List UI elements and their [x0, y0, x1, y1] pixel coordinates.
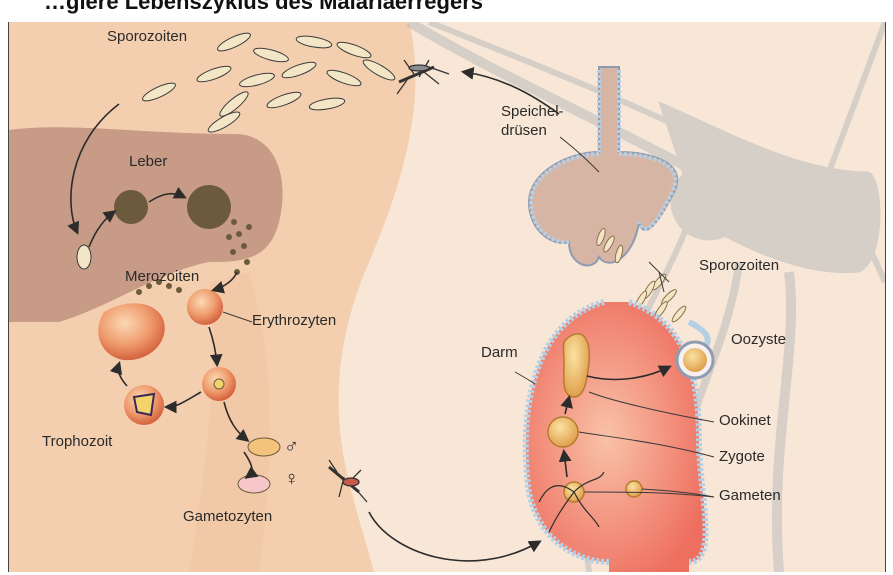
label-female-symbol: ♀: [284, 468, 299, 491]
gamete-male: [626, 481, 642, 497]
label-gameten: Gameten: [719, 487, 781, 504]
label-sporozoiten-top: Sporozoiten: [107, 28, 187, 45]
title-fragment: …giere Lebenszyklus des Malariaerregers: [0, 0, 893, 22]
erythrocyte: [187, 289, 223, 325]
label-speichel-line1: Speichel-: [501, 102, 564, 121]
label-gametozyten: Gametozyten: [183, 508, 272, 525]
label-erythrozyten: Erythrozyten: [252, 312, 336, 329]
label-speicheldruesen: Speichel- drüsen: [501, 102, 564, 140]
label-leber: Leber: [129, 153, 167, 170]
gametocyte-female: [238, 475, 270, 493]
label-oozyste: Oozyste: [731, 331, 786, 348]
label-sporozoiten-right: Sporozoiten: [699, 257, 779, 274]
arrow-to-gut: [369, 512, 539, 561]
label-speichel-line2: drüsen: [501, 121, 564, 140]
label-merozoiten: Merozoiten: [125, 268, 199, 285]
liver-schizont-large: [187, 185, 231, 229]
figure-title: …giere Lebenszyklus des Malariaerregers: [44, 0, 483, 15]
label-darm: Darm: [481, 344, 518, 361]
label-trophozoit: Trophozoit: [42, 433, 112, 450]
gametocyte-male: [248, 438, 280, 456]
label-zygote: Zygote: [719, 448, 765, 465]
label-ookinet: Ookinet: [719, 412, 771, 429]
label-male-symbol: ♂: [284, 436, 299, 459]
diagram-canvas: Sporozoiten Leber Merozoiten Erythrozyte…: [8, 22, 886, 572]
zygote: [548, 417, 578, 447]
hepatocyte-1: [77, 245, 91, 269]
liver-schizont: [114, 190, 148, 224]
